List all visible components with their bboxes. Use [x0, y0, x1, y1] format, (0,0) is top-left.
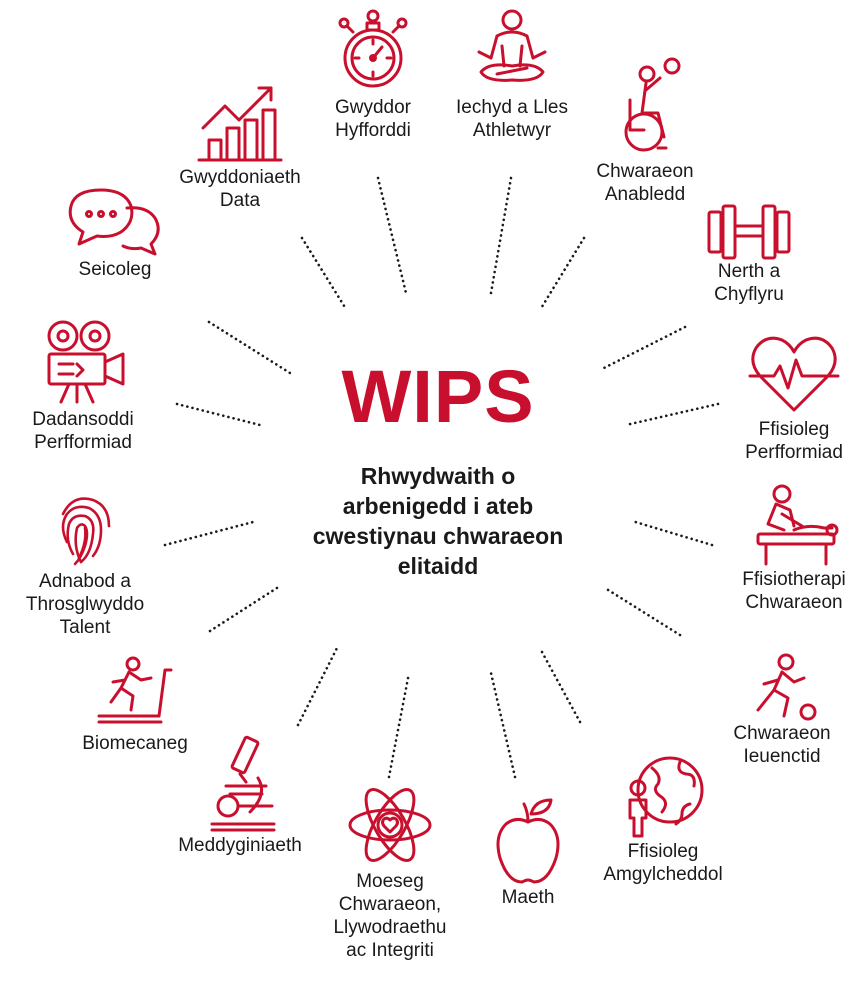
topic-label: Athletwyr: [472, 120, 552, 141]
treadmill-runner-icon: [60, 656, 210, 732]
ray-talent: [163, 519, 259, 547]
topic-label: Anabledd: [604, 184, 686, 205]
topic-maeth: Maeth: [468, 796, 588, 909]
topic-label: Iechyd a Lles: [456, 97, 568, 118]
topic-gwyddor-hyfforddi: Gwyddor Hyfforddi: [298, 6, 448, 142]
ray-ieuenctid: [603, 586, 682, 637]
ray-data: [300, 236, 348, 311]
atom-heart-icon: [315, 780, 465, 870]
topic-label: Gwyddor: [334, 97, 412, 118]
ray-anabledd: [538, 236, 586, 312]
video-camera-icon: [8, 318, 158, 408]
subtitle-line: cwestiynau chwaraeon: [312, 523, 564, 549]
topic-label: Chwaraeon,: [338, 894, 442, 915]
topic-moeseg-chwaraeon: Moeseg Chwaraeon, Llywodraethu ac Integr…: [315, 780, 465, 962]
topic-ffisioleg-amgylcheddol: Ffisioleg Amgylcheddol: [588, 750, 738, 886]
microscope-icon: [160, 734, 320, 834]
topic-adnabod-talent: Adnabod a Throsglwyddo Talent: [0, 490, 170, 639]
physiotherapy-icon: [720, 482, 868, 568]
topic-label: Data: [219, 190, 261, 211]
topic-label: Ffisiotherapi: [742, 569, 846, 590]
apple-icon: [468, 796, 588, 886]
topic-dadansoddi-perfformiad: Dadansoddi Perfformiad: [8, 318, 158, 454]
topic-seicoleg: Seicoleg: [40, 186, 190, 281]
topic-label: Chwaraeon: [745, 592, 843, 613]
subtitle-line: elitaidd: [397, 553, 479, 579]
topic-label: Dadansoddi: [32, 409, 134, 430]
ray-moeseg: [387, 671, 411, 779]
topic-chwaraeon-anabledd: Chwaraeon Anabledd: [570, 50, 720, 206]
topic-label: Talent: [59, 617, 111, 638]
topic-label: Throsglwyddo: [25, 594, 145, 615]
topic-label: Chyflyru: [714, 284, 784, 305]
topic-label: Ieuenctid: [743, 746, 821, 767]
ray-nerth: [598, 325, 687, 372]
wheelchair-athlete-icon: [570, 50, 720, 160]
topic-chwaraeon-ieuenctid: Chwaraeon Ieuenctid: [712, 652, 852, 768]
topic-label: Chwaraeon: [596, 161, 694, 182]
diagram-title: WIPS: [341, 355, 535, 438]
topic-label: Adnabod a: [39, 571, 131, 592]
ray-biomecaneg: [208, 584, 282, 633]
ray-iechyd: [489, 176, 513, 295]
subtitle-line: Rhwydwaith o: [360, 463, 516, 489]
topic-label: Hyfforddi: [335, 120, 411, 141]
speech-bubbles-icon: [40, 186, 190, 258]
heartbeat-icon: [720, 332, 868, 418]
topic-gwyddoniaeth-data: Gwyddoniaeth Data: [160, 80, 320, 212]
topic-ffisioleg-perfformiad: Ffisioleg Perfformiad: [720, 332, 868, 464]
topic-label: Perfformiad: [745, 442, 843, 463]
person-globe-icon: [588, 750, 738, 840]
ray-dadansoddi: [175, 402, 262, 427]
topic-label: Ffisioleg: [627, 841, 699, 862]
topic-label: Amgylcheddol: [603, 864, 723, 885]
topic-nerth-a-chyflyru: Nerth a Chyflyru: [684, 200, 814, 306]
stopwatch-icon: [298, 6, 448, 96]
topic-label: Moeseg: [356, 871, 424, 892]
topic-label: Biomecaneg: [82, 733, 188, 754]
topic-label: Perfformiad: [34, 432, 132, 453]
ray-ffisiotherapi: [630, 519, 714, 547]
topic-label: Gwyddoniaeth: [179, 167, 301, 188]
topic-label: Nerth a: [717, 261, 781, 282]
diagram-subtitle: Rhwydwaith o arbenigedd i ateb cwestiyna…: [268, 461, 608, 581]
topic-meddyginiaeth: Meddyginiaeth: [160, 734, 320, 857]
topic-label: Meddyginiaeth: [178, 835, 302, 856]
topic-iechyd-a-lles: Iechyd a Lles Athletwyr: [437, 6, 587, 142]
ray-seicoleg: [207, 320, 292, 375]
topic-biomecaneg: Biomecaneg: [60, 656, 210, 755]
growth-chart-icon: [160, 80, 320, 166]
youth-football-icon: [712, 652, 852, 722]
topic-ffisiotherapi-chwaraeon: Ffisiotherapi Chwaraeon: [720, 482, 868, 614]
ray-meddyginiaeth: [296, 646, 339, 727]
center-block: WIPS Rhwydwaith o arbenigedd i ateb cwes…: [268, 355, 608, 581]
topic-label: Ffisioleg: [758, 419, 830, 440]
ray-amgylcheddol: [540, 650, 582, 724]
ray-ffisioleg-perff: [624, 402, 720, 427]
subtitle-line: arbenigedd i ateb: [342, 493, 534, 519]
dumbbell-icon: [684, 200, 814, 260]
ray-maeth: [489, 671, 517, 779]
topic-label: Llywodraethu: [333, 917, 447, 938]
topic-label: Maeth: [501, 887, 555, 908]
topic-label: Chwaraeon: [733, 723, 831, 744]
topic-label: ac Integriti: [346, 940, 434, 961]
ray-gwyddor: [376, 176, 408, 295]
meditation-icon: [437, 6, 587, 96]
topic-label: Seicoleg: [78, 259, 152, 280]
fingerprint-icon: [0, 490, 170, 570]
